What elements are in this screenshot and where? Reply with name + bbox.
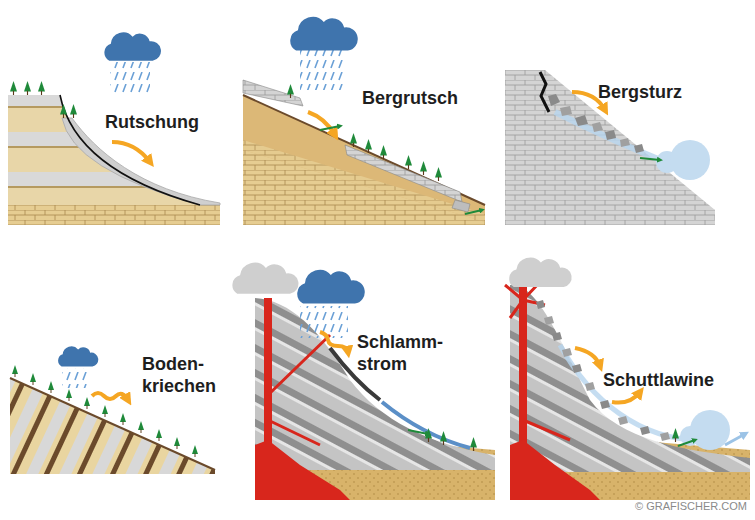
panel-rutschung — [8, 32, 220, 225]
title-label: Bergrutsch — [362, 88, 458, 110]
title-label: Boden- kriechen — [142, 354, 216, 397]
title-label: Schlamm- strom — [357, 332, 443, 375]
watermark: © GRAFISCHER.COM — [635, 500, 747, 513]
title-label: Bergsturz — [598, 82, 682, 104]
panel-schuttlawine — [505, 258, 750, 500]
panel-schlammstrom — [232, 263, 495, 500]
panel-bergrutsch — [243, 17, 485, 225]
panel-bergsturz — [505, 70, 715, 225]
title-label: Rutschung — [105, 112, 199, 134]
title-label: Schuttlawine — [603, 370, 714, 392]
